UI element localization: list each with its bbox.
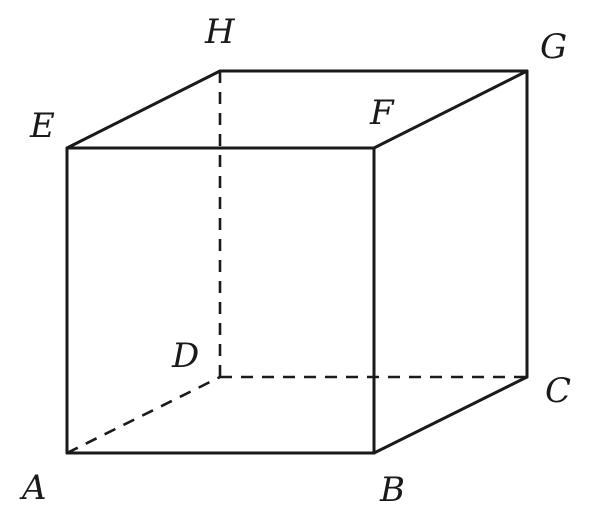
vertex-label-a: A <box>19 468 47 508</box>
cube-edges <box>65 69 529 455</box>
vertex-label-h: H <box>204 12 236 52</box>
vertex-label-b: B <box>379 470 405 510</box>
vertex-label-f: F <box>369 93 395 133</box>
edge-bc <box>372 375 529 455</box>
vertex-label-d: D <box>171 336 199 376</box>
vertex-label-e: E <box>29 106 55 146</box>
edge-ad-hidden <box>66 375 221 455</box>
edge-eh <box>65 69 222 150</box>
vertex-label-c: C <box>545 371 571 411</box>
vertex-labels: A B C D E F G H <box>19 12 571 510</box>
vertex-label-g: G <box>540 27 567 67</box>
edge-fg <box>372 69 529 150</box>
